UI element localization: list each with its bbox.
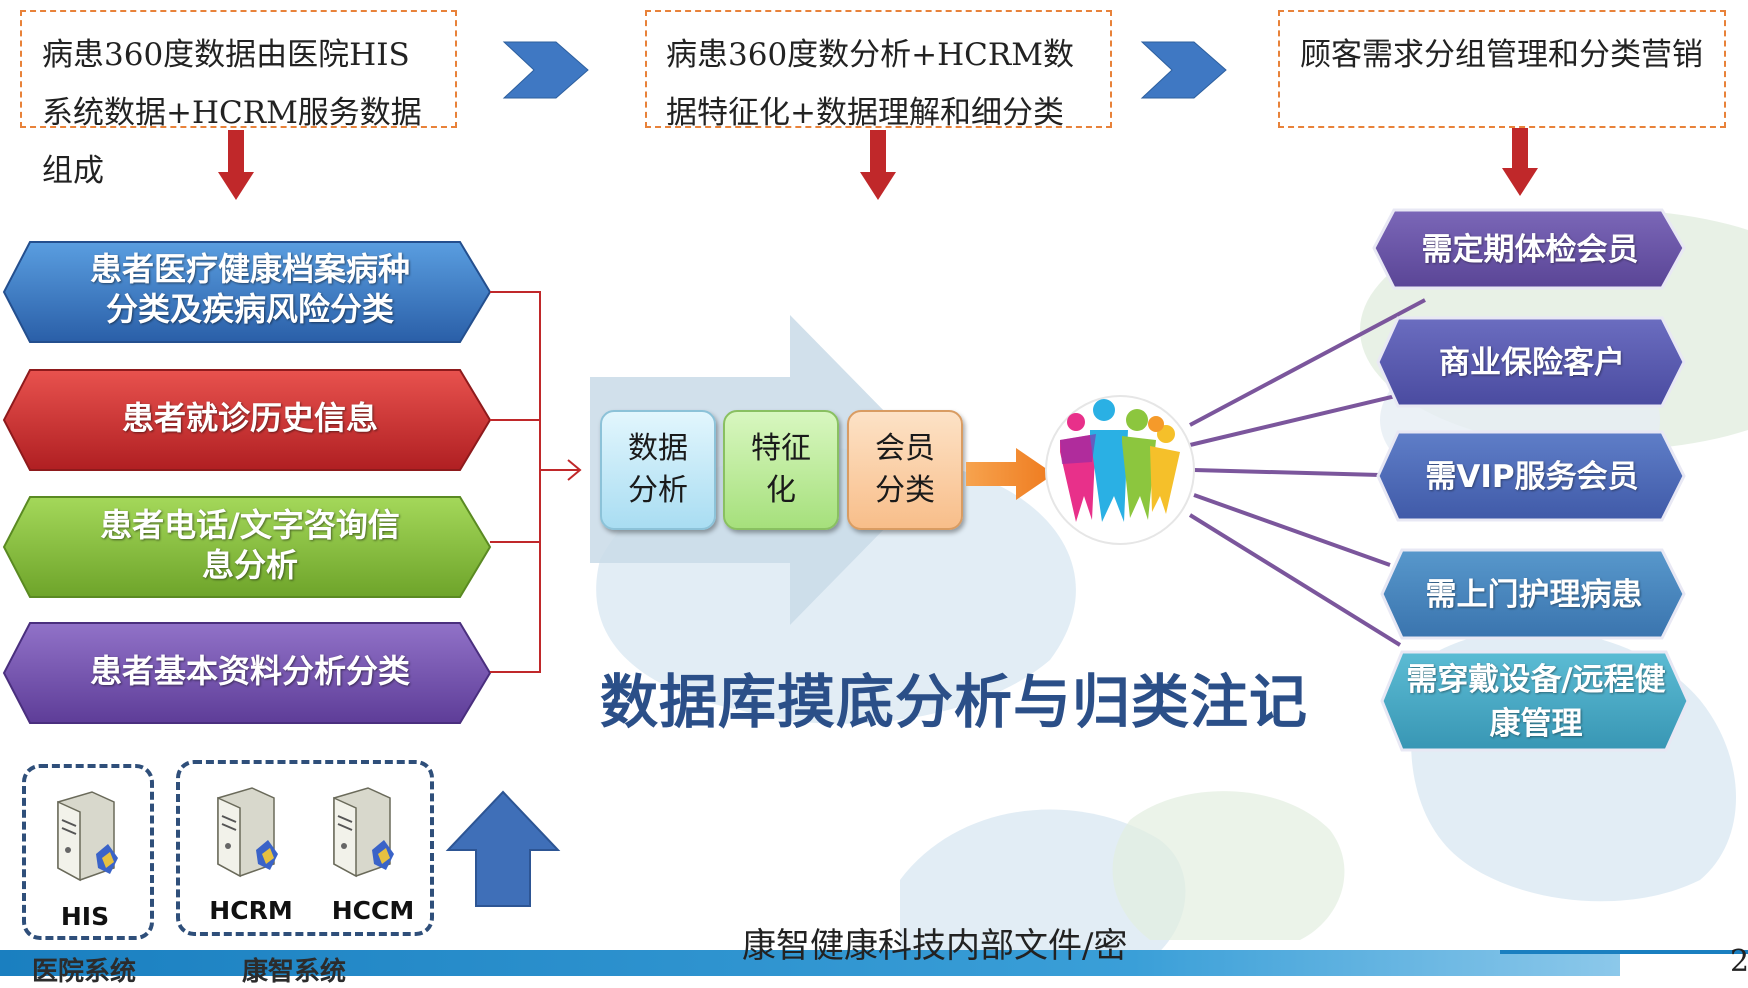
top-step-box-2 <box>645 10 1112 128</box>
server-icon-hccm <box>333 787 394 878</box>
server-label-hccm: HCCM <box>331 896 415 925</box>
right-group-label-4: 需上门护理病患 <box>1425 577 1643 613</box>
down-arrow-icon-3 <box>1502 128 1538 196</box>
main-title: 数据库摸底分析与归类注记 <box>600 668 1309 736</box>
process-step-analysis: 数据 分析 <box>600 410 716 530</box>
left-category-label-4: 患者基本资料分析分类 <box>89 652 410 690</box>
left-category-shape-3 <box>2 496 492 598</box>
people-group-icon <box>1045 395 1195 545</box>
left-category-shape-1 <box>2 241 492 343</box>
left-category-shape-2 <box>2 369 492 471</box>
kangzhi-system-label: 康智系统 <box>242 957 347 987</box>
up-arrow-icon <box>445 790 561 907</box>
top-step-text-2: 病患360度数分析+HCRM数 据特征化+数据理解和细分类 <box>666 37 1074 131</box>
fan-connector-lines <box>1188 298 1426 647</box>
footer-bar <box>0 950 1620 976</box>
right-group-shape-5 <box>1380 650 1690 752</box>
top-step-box-1 <box>20 10 457 128</box>
left-category-label-2: 患者就诊历史信息 <box>121 399 378 437</box>
left-category-label-1: 患者医疗健康档案病种 分类及疾病风险分类 <box>89 250 410 328</box>
chevron-right-icon-1 <box>502 41 589 99</box>
left-category-shapes <box>2 241 492 724</box>
top-step-text-1: 病患360度数据由医院HIS 系统数据+HCRM服务数据 组成 <box>42 37 422 189</box>
left-category-label-3: 患者电话/文字咨询信 息分析 <box>100 506 400 584</box>
server-label-his: HIS <box>60 902 110 931</box>
orange-arrow-icon <box>966 448 1054 500</box>
right-group-label-5: 需穿戴设备/远程健 康管理 <box>1406 662 1666 742</box>
top-step-box-3 <box>1278 10 1726 128</box>
left-category-shape-4 <box>2 622 492 724</box>
top-step-text-3: 顾客需求分组管理和分类营销 <box>1300 37 1703 73</box>
process-step-characterize: 特征 化 <box>723 410 839 530</box>
process-step-classify: 会员 分类 <box>847 410 963 530</box>
hospital-system-label: 医院系统 <box>32 957 137 987</box>
right-group-shape-2 <box>1376 316 1686 408</box>
right-group-label-3: 需VIP服务会员 <box>1425 459 1639 495</box>
down-arrow-icon-1 <box>218 130 254 200</box>
footer-bar-accent <box>1500 950 1748 954</box>
right-group-shape-4 <box>1380 548 1686 640</box>
right-group-label-1: 需定期体检会员 <box>1421 232 1639 268</box>
category-bracket-connector <box>490 291 582 673</box>
server-icon-hcrm <box>217 787 278 878</box>
hospital-system-frame <box>22 764 154 940</box>
server-label-hcrm: HCRM <box>209 896 293 925</box>
right-group-label-2: 商业保险客户 <box>1439 345 1625 381</box>
right-group-shape-3 <box>1376 430 1686 522</box>
kangzhi-system-frame <box>176 760 434 936</box>
server-icon-his <box>57 791 118 882</box>
down-arrow-icon-2 <box>860 130 896 200</box>
right-group-shape-1 <box>1372 208 1686 290</box>
chevron-right-icon-2 <box>1140 41 1227 99</box>
footer-confidential-text: 康智健康科技内部文件/密 <box>742 926 1128 966</box>
page-number: 2 <box>1730 944 1748 979</box>
right-group-shapes <box>1372 208 1690 752</box>
